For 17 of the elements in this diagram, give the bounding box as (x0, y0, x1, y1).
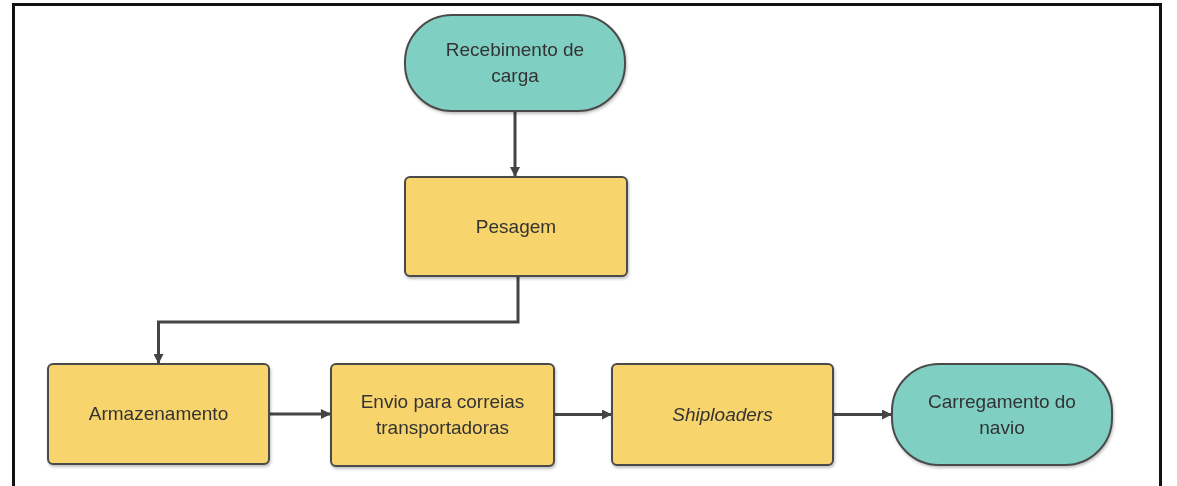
node-label: Recebimento de carga (444, 38, 586, 88)
arrow (834, 409, 892, 420)
process-box (47, 363, 270, 465)
process-box (404, 176, 628, 277)
process-box (330, 363, 555, 467)
arrow (555, 409, 612, 420)
terminal-node (891, 363, 1113, 466)
node-label: Shiploaders (672, 402, 773, 427)
arrow (270, 409, 331, 419)
node-label: Envio para correias transportadoras (359, 390, 526, 440)
arrow (153, 277, 520, 364)
arrow (510, 112, 520, 177)
node-label: Carregamento do navio (927, 389, 1077, 440)
node-label: Armazenamento (88, 402, 229, 427)
process-box (611, 363, 834, 466)
terminal-node (404, 14, 626, 112)
node-label: Pesagem (475, 214, 557, 239)
